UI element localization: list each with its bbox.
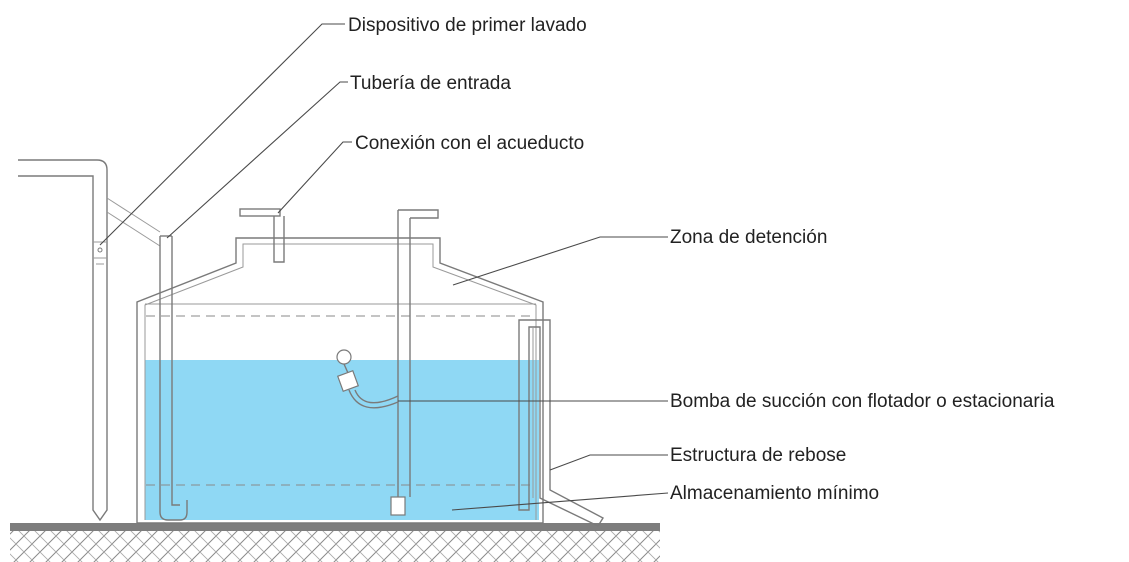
ground-slab [10,523,660,531]
tank-walls [136,237,544,524]
aqueduct-connection-label: Conexión con el acueducto [355,133,584,154]
float-assembly [336,349,399,409]
first-wash-label: Dispositivo de primer lavado [348,15,587,36]
inlet-pipe-label: Tubería de entrada [350,73,511,94]
ground-hatch [10,531,660,562]
first-flush-device [18,159,161,522]
pump-pipe [390,209,439,516]
pump-label: Bomba de succión con flotador o estacion… [670,391,1055,412]
aqueduct-connection [239,208,285,263]
leader-lines [99,23,669,511]
overflow-label: Estructura de rebose [670,445,846,466]
ground [10,523,660,562]
min-storage-label: Almacenamiento mínimo [670,483,879,504]
overflow-structure [518,319,604,527]
detention-zone-label: Zona de detención [670,227,827,248]
